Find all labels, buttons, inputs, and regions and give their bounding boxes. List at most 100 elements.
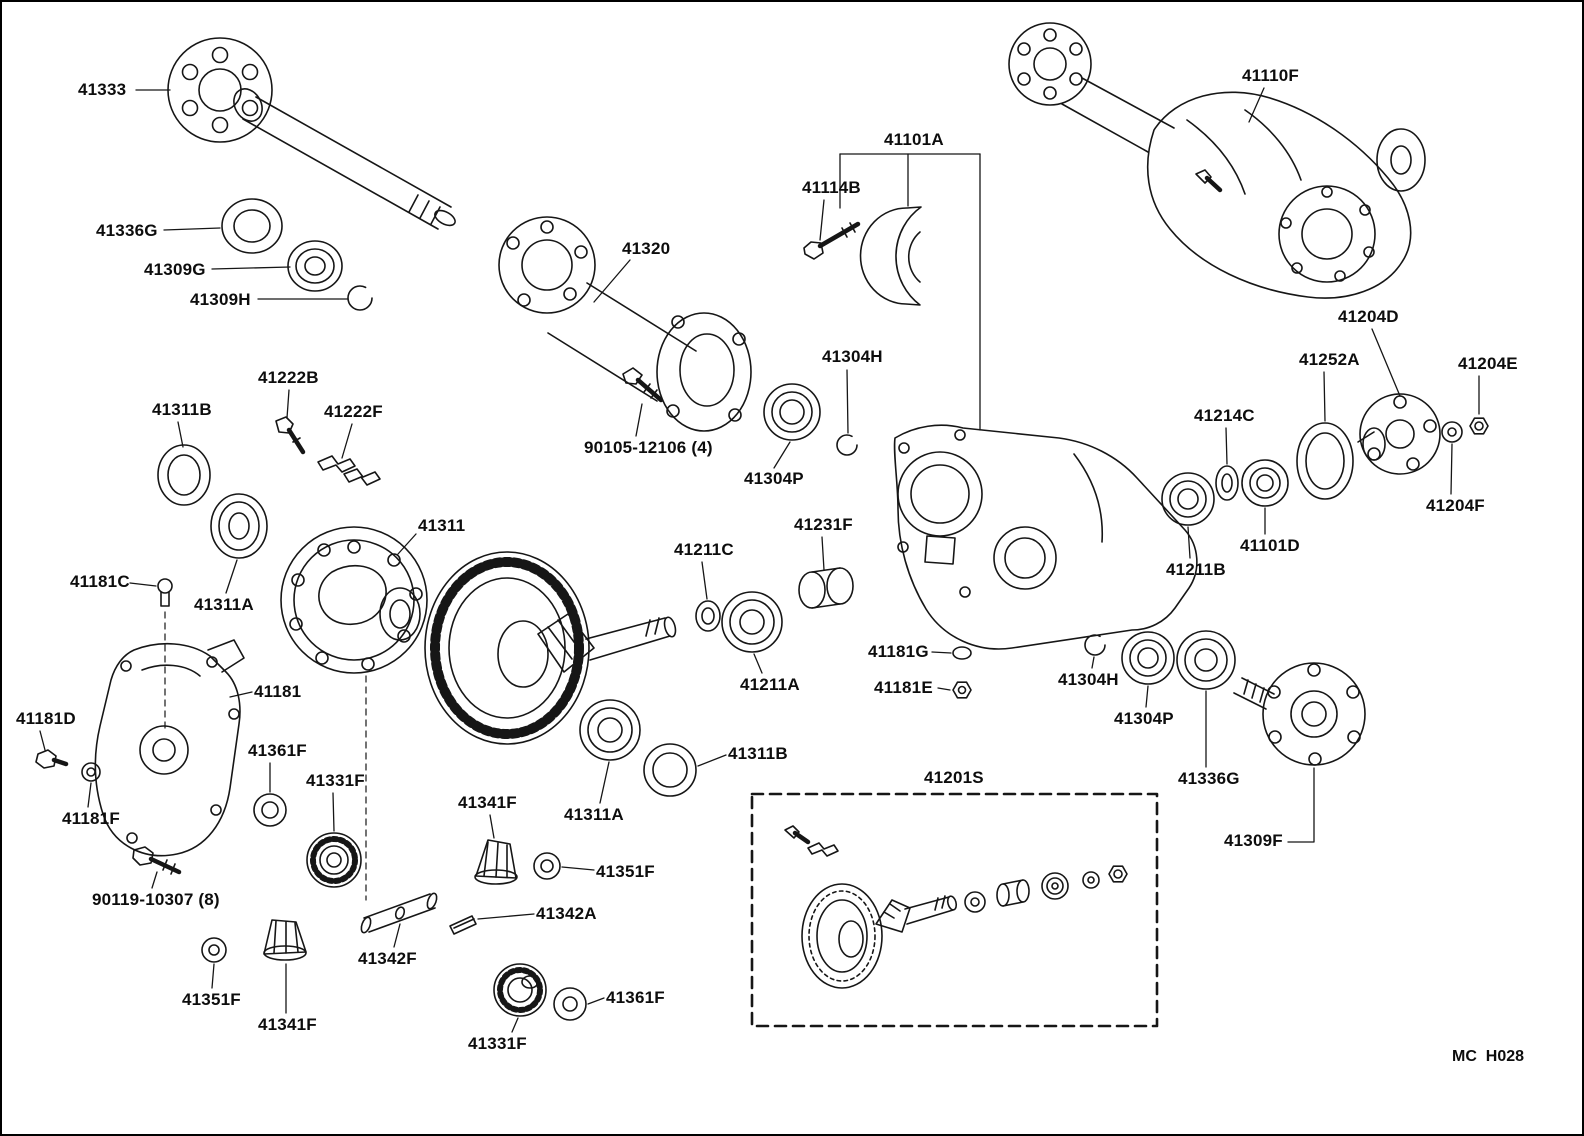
part-label-41181D-32: 41181D [16,709,76,728]
snap-ring-41304H-front [836,434,858,456]
part-label-41211A-26: 41211A [740,675,800,694]
part-label-41181E-28: 41181E [874,678,933,697]
thrust-washer-41351F-a [533,852,561,880]
side-gear-41331F-a [306,832,362,888]
thrust-washer-41361F-b [553,987,587,1021]
part-label-41336G-1: 41336G [96,221,158,240]
oil-seal-41304P-front [763,383,821,441]
part-label-41341F-47: 41341F [258,1015,317,1034]
thrust-washer-41351F-b [201,937,227,963]
part-label-41114B-8: 41114B [802,178,861,197]
plug-41181G [952,646,972,660]
companion-flange-41309F [1233,662,1366,766]
part-label-41204D-12: 41204D [1338,307,1399,326]
yoke-bracket-41101A [859,206,922,306]
part-label-41101D-22: 41101D [1240,536,1300,555]
part-label-41342A-42: 41342A [536,904,597,923]
diff-carrier-housing [893,424,1198,650]
side-gear-41331F-b [493,963,547,1017]
part-label-41304P-17: 41304P [744,469,804,488]
part-label-41311B-34: 41311B [728,744,788,763]
washer-41181F [81,762,101,782]
leader-lines [39,87,1480,1033]
part-label-41311A-38: 41311A [564,805,624,824]
assembly-axis-lines [164,611,367,901]
oil-seal-41336G [221,198,283,254]
part-label-41331F-49: 41331F [468,1034,527,1053]
bolt-41181D [35,749,69,769]
part-label-41211C-20: 41211C [674,540,734,559]
oil-seal-41311B-left [157,444,211,506]
part-label-41342F-45: 41342F [358,949,417,968]
part-label-41181C-24: 41181C [70,572,130,591]
part-label-41222B-4: 41222B [258,368,319,387]
part-label-41361F-48: 41361F [606,988,665,1007]
part-label-41110F-10: 41110F [1242,66,1299,85]
washer-41211C [695,600,721,632]
snap-ring-41304H-rear [1084,634,1106,656]
part-label-41309H-3: 41309H [190,290,251,309]
part-label-41252A-13: 41252A [1299,350,1360,369]
part-label-41309F-43: 41309F [1224,831,1283,850]
part-label-41201S-40: 41201S [924,768,984,787]
part-label-41351F-39: 41351F [596,862,655,881]
part-label-41304H-29: 41304H [1058,670,1119,689]
thrust-washer-41361F-a [253,793,287,827]
propshaft-parts-right [1161,393,1489,526]
kit-box-41201S [750,792,1159,1028]
part-label-41309G-2: 41309G [144,260,206,279]
part-label-41361F-33: 41361F [248,741,307,760]
bolt-41222B [275,416,306,455]
part-label-41304H-11: 41304H [822,347,883,366]
part-label-90105121064-16: 90105-12106 (4) [584,438,713,457]
part-label-41204F-18: 41204F [1426,496,1485,515]
pinion-shaft-41342F [360,892,438,934]
callout-lines-41101A [839,153,981,431]
part-label-41181G-27: 41181G [868,642,929,661]
nut-41181E [952,681,972,699]
pinion-gear-41341F-b [263,919,307,961]
part-label-41320-7: 41320 [622,239,671,258]
part-label-41333-0: 41333 [78,80,127,99]
part-label-41311A-25: 41311A [194,595,254,614]
part-label-41214C-15: 41214C [1194,406,1255,425]
part-label-90119103078-44: 90119-10307 (8) [92,890,220,909]
drive-shaft-tube-41320 [498,216,752,432]
roll-pin-41342A [449,915,477,935]
bearing-41211A [721,591,783,653]
part-label-41311-19: 41311 [418,516,466,535]
axle-shaft-41333 [167,37,456,230]
part-label-41222F-6: 41222F [324,402,383,421]
bearing-41309G [287,240,343,292]
bearing-41336G-rear [1176,630,1236,690]
front-diff-41110F [1008,22,1426,299]
part-label-41311B-5: 41311B [152,400,212,419]
snap-ring-41309H [347,285,373,311]
diff-case-41311 [280,526,428,674]
part-label-41331F-35: 41331F [306,771,365,790]
bolt-41114B [803,221,861,260]
part-label-41351F-46: 41351F [182,990,241,1009]
ring-gear-and-pinion [424,551,677,745]
bearing-41311A-left [210,493,268,559]
part-label-41336G-36: 41336G [1178,769,1240,788]
carrier-cover-41181 [94,639,245,857]
pinion-gear-41341F-a [474,839,518,885]
breather-plug-41181C [157,578,173,607]
bearing-41311A-bottom [579,699,641,761]
bolt-90105-12106 [622,367,664,403]
part-label-41181F-41: 41181F [62,809,120,828]
part-label-41181-30: 41181 [254,682,302,701]
part-label-41204E-14: 41204E [1458,354,1518,373]
lock-plates-41222F [317,455,381,486]
part-label-41231F-21: 41231F [794,515,853,534]
oil-seal-41304P-rear [1121,631,1175,685]
oil-seal-41311B-bottom [643,743,697,797]
part-label-41304P-31: 41304P [1114,709,1174,728]
part-label-41211B-23: 41211B [1166,560,1226,579]
part-label-41341F-37: 41341F [458,793,517,812]
collar-41231F [798,567,854,609]
bolt-90119-10307 [132,846,182,875]
